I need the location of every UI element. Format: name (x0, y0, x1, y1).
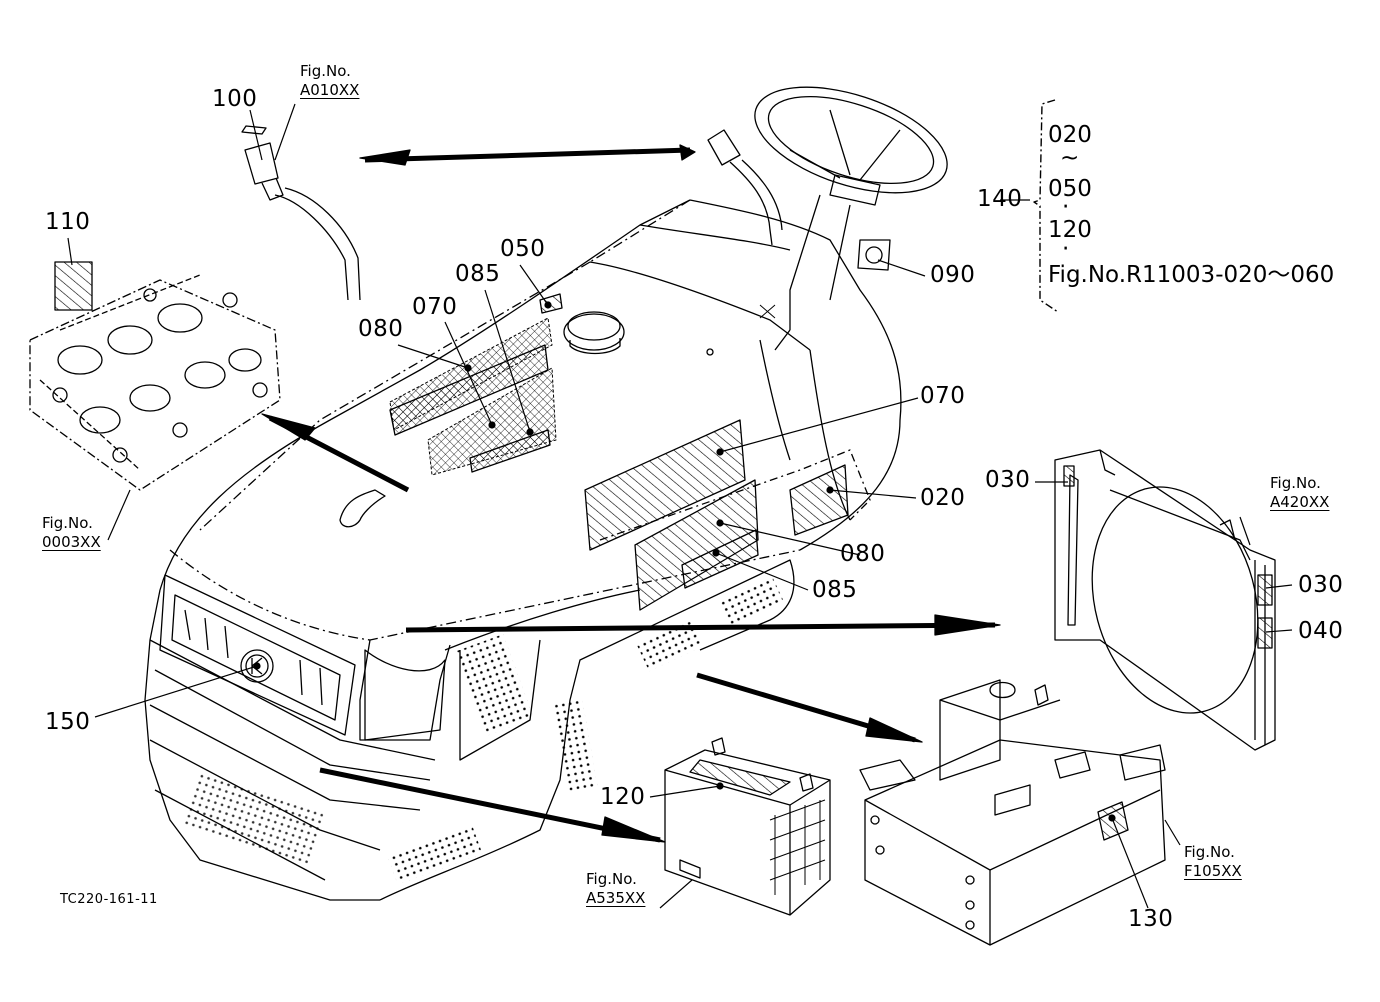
group-item-020: 020 (1048, 122, 1092, 148)
callout-050: 050 (500, 236, 546, 262)
fig-ref-label: Fig.No. (1270, 474, 1321, 492)
decal-patches (54, 261, 849, 611)
group-dot-2: · (1062, 236, 1070, 262)
callout-030-left: 030 (985, 467, 1031, 493)
fig-ref-label: Fig.No. (300, 62, 351, 80)
fig-ref-code: 0003XX (42, 533, 101, 551)
battery-bracket (859, 679, 1166, 946)
callout-140: 140 (977, 186, 1023, 212)
callout-150: 150 (45, 709, 91, 735)
fig-ref-label: Fig.No. (42, 514, 93, 532)
fig-ref-code: A420XX (1270, 493, 1330, 511)
callout-100: 100 (212, 86, 258, 112)
steering-wheel (754, 86, 948, 351)
cylinder-head-gasket (29, 274, 281, 491)
diagram-code: TC220-161-11 (60, 892, 158, 907)
callout-030-right: 030 (1298, 572, 1344, 598)
battery (664, 737, 831, 916)
fig-ref-a420xx[interactable]: Fig.No. A420XX (1270, 474, 1329, 512)
fig-ref-code: A535XX (586, 889, 646, 907)
callout-070-side: 070 (920, 383, 966, 409)
group-item-120: 120 (1048, 217, 1092, 243)
group-fig-ref[interactable]: Fig.No.R11003-020～060 (1048, 262, 1335, 288)
group-item-050: 050 (1048, 176, 1092, 202)
callout-020: 020 (920, 485, 966, 511)
fig-ref-label: Fig.No. (1184, 843, 1235, 861)
fig-ref-a535xx[interactable]: Fig.No. A535XX (586, 870, 645, 908)
wiring-connector (241, 125, 783, 301)
callout-080-top: 080 (358, 316, 404, 342)
callout-120: 120 (600, 784, 646, 810)
callout-090: 090 (930, 262, 976, 288)
callout-070-top: 070 (412, 294, 458, 320)
fig-ref-code: A010XX (300, 81, 360, 99)
callout-040: 040 (1298, 618, 1344, 644)
callout-085-top: 085 (455, 261, 501, 287)
direction-arrows (261, 144, 1001, 843)
group-tilde: ~ (1060, 145, 1080, 171)
callout-080-side: 080 (840, 541, 886, 567)
group-dot-1: · (1062, 194, 1070, 220)
hood-assembly (144, 199, 902, 901)
fig-ref-label: Fig.No. (586, 870, 637, 888)
fig-ref-code: F105XX (1184, 862, 1242, 880)
fig-ref-a010xx[interactable]: Fig.No. A010XX (300, 62, 359, 100)
fig-ref-0003xx[interactable]: Fig.No. 0003XX (42, 514, 101, 552)
fan-shroud (1054, 449, 1276, 751)
callout-130: 130 (1128, 906, 1174, 932)
callout-085-side: 085 (812, 577, 858, 603)
fig-ref-f105xx[interactable]: Fig.No. F105XX (1184, 843, 1242, 881)
leader-lines (67, 103, 1293, 909)
callout-110: 110 (45, 209, 91, 235)
group-brace (1033, 99, 1059, 313)
